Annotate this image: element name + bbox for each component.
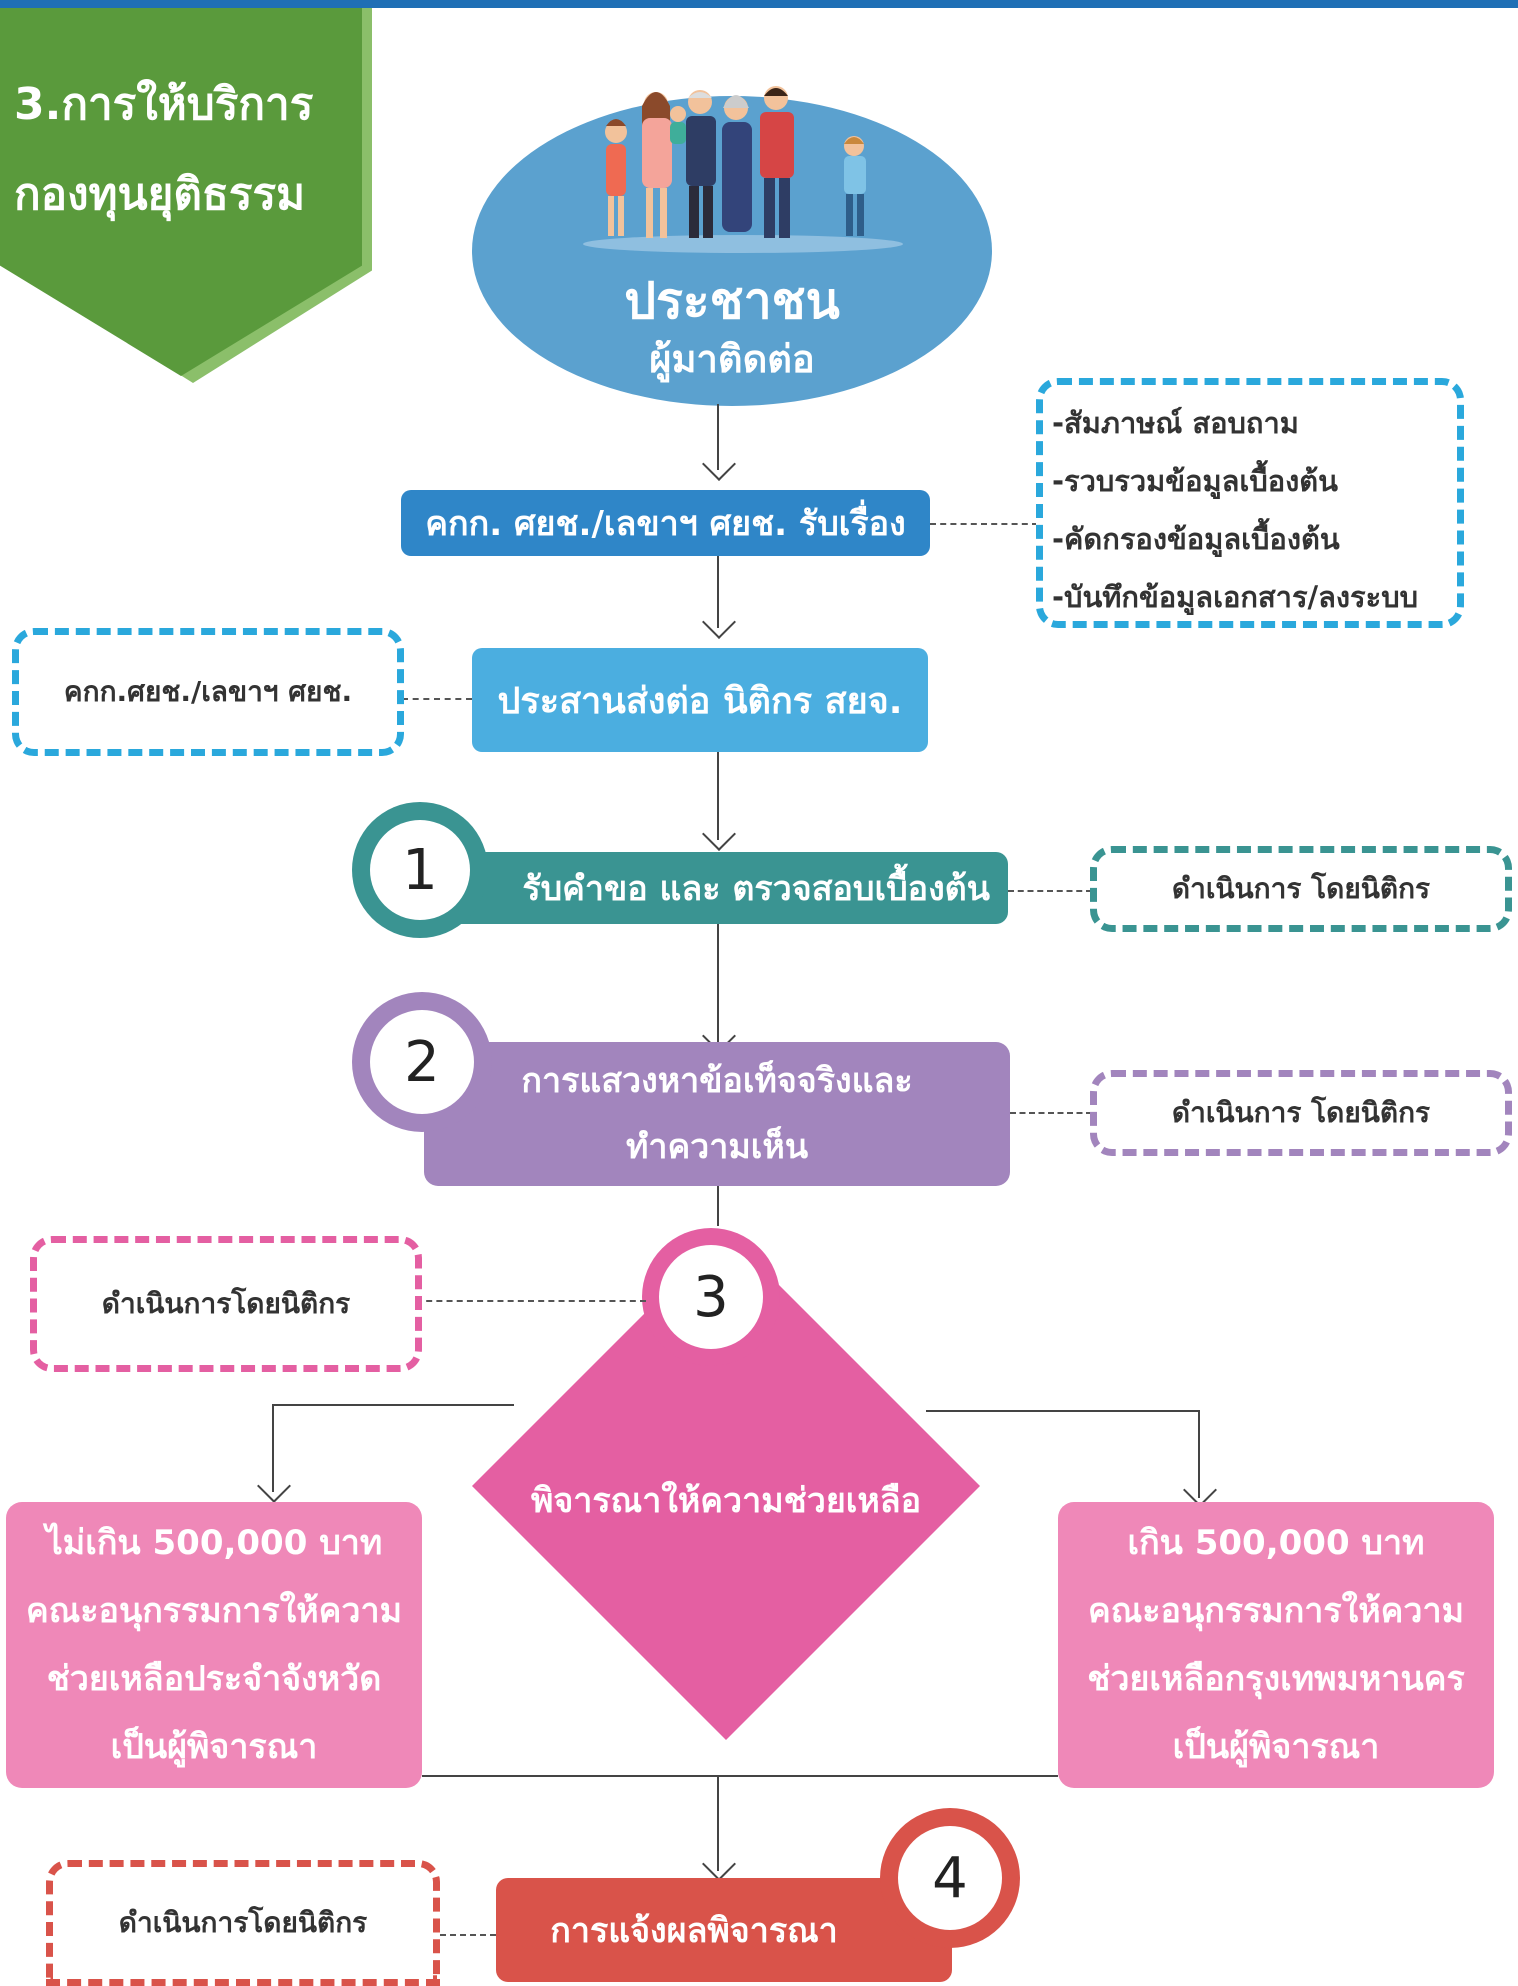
dashed-connector xyxy=(1010,1112,1092,1114)
section-title-line1: 3.การให้บริการ xyxy=(14,79,314,130)
people-subtitle: ผู้มาติดต่อ xyxy=(649,337,815,381)
coordinate-box: ประสานส่งต่อ นิติกร สยจ. xyxy=(472,648,928,752)
dashed-connector xyxy=(402,698,472,700)
branch-left-box: ไม่เกิน 500,000 บาท คณะอนุกรรมการให้ความ… xyxy=(6,1502,422,1788)
arrow-down-icon xyxy=(702,817,736,851)
connector xyxy=(717,404,719,470)
receive-box: คกก. ศยช./เลขาฯ ศยช. รับเรื่อง xyxy=(401,490,930,556)
coordinate-label: ประสานส่งต่อ นิติกร สยจ. xyxy=(497,680,903,722)
branch-right-line1: เกิน 500,000 บาท xyxy=(1127,1523,1425,1563)
family-icon xyxy=(583,86,903,253)
connector xyxy=(717,1775,719,1871)
branch-right-line2: คณะอนุกรรมการให้ความ xyxy=(1087,1591,1465,1631)
section-title-line2: กองทุนยุติธรรม xyxy=(14,169,306,220)
connector xyxy=(272,1404,274,1492)
dashed-connector xyxy=(440,1934,496,1936)
step2-number: 2 xyxy=(404,1029,440,1095)
section-title: 3.การให้บริการ กองทุนยุติธรรม xyxy=(14,60,354,240)
receive-label: คกก. ศยช./เลขาฯ ศยช. รับเรื่อง xyxy=(425,504,906,544)
step3-label: พิจารณาให้ความช่วยเหลือ xyxy=(530,1481,922,1521)
step2-note: ดำเนินการ โดยนิติกร xyxy=(1171,1096,1431,1129)
branch-left-line2: คณะอนุกรรมการให้ความ xyxy=(25,1591,403,1631)
connector xyxy=(717,556,719,628)
step2-label-line2: ทำความเห็น xyxy=(625,1127,809,1167)
step4-box: การแจ้งผลพิจารณา xyxy=(496,1878,952,1982)
arrow-down-icon xyxy=(257,1469,291,1503)
arrow-down-icon xyxy=(702,1847,736,1881)
dashed-connector xyxy=(930,523,1038,525)
connector xyxy=(272,1404,514,1406)
step3-note: ดำเนินการโดยนิติกร xyxy=(101,1287,351,1320)
receive-note-item: -บันทึกข้อมูลเอกสาร/ลงระบบ xyxy=(1052,580,1419,614)
step4-note: ดำเนินการโดยนิติกร xyxy=(118,1906,368,1939)
connector xyxy=(1198,1410,1200,1498)
branch-right-line3: ช่วยเหลือกรุงเทพมหานคร xyxy=(1087,1659,1465,1699)
branch-right-line4: เป็นผู้พิจารณา xyxy=(1172,1727,1380,1767)
people-title: ประชาชน xyxy=(624,272,840,330)
step4-number-circle: 4 xyxy=(898,1826,1002,1930)
step3-number-circle: 3 xyxy=(659,1245,763,1349)
step2-note-box: ดำเนินการ โดยนิติกร xyxy=(1090,1070,1512,1156)
dashed-connector xyxy=(416,1300,646,1302)
branch-left-line3: ช่วยเหลือประจำจังหวัด xyxy=(46,1659,382,1699)
connector xyxy=(717,924,719,1042)
step1-number: 1 xyxy=(402,837,438,903)
step2-number-circle: 2 xyxy=(370,1010,474,1114)
receive-note-item: -คัดกรองข้อมูลเบื้องต้น xyxy=(1052,522,1340,556)
step1-label: รับคำขอ และ ตรวจสอบเบื้องต้น xyxy=(522,869,990,909)
arrow-down-icon xyxy=(702,605,736,639)
arrow-down-icon xyxy=(702,447,736,481)
step4-label: การแจ้งผลพิจารณา xyxy=(550,1911,838,1951)
branch-left-line4: เป็นผู้พิจารณา xyxy=(110,1727,318,1767)
step2-box: การแสวงหาข้อเท็จจริงและ ทำความเห็น xyxy=(424,1042,1010,1186)
connector xyxy=(717,1186,719,1226)
connector xyxy=(926,1410,1200,1412)
step1-box: รับคำขอ และ ตรวจสอบเบื้องต้น xyxy=(420,852,1008,924)
receive-notes-box xyxy=(1036,378,1464,628)
step1-note-box: ดำเนินการ โดยนิติกร xyxy=(1090,846,1512,932)
step4-number: 4 xyxy=(932,1845,968,1911)
dashed-connector xyxy=(1008,890,1092,892)
step2-label-line1: การแสวงหาข้อเท็จจริงและ xyxy=(521,1061,913,1101)
top-bar xyxy=(0,0,1518,8)
branch-left-line1: ไม่เกิน 500,000 บาท xyxy=(45,1523,383,1563)
coordinate-note-box: คกก.ศยช./เลขาฯ ศยช. xyxy=(12,628,404,756)
receive-note-item: -สัมภาษณ์ สอบถาม xyxy=(1052,406,1299,440)
receive-notes-list: -สัมภาษณ์ สอบถาม -รวบรวมข้อมูลเบื้องต้น … xyxy=(1052,394,1462,626)
step1-number-circle: 1 xyxy=(370,820,470,920)
step3-note-box: ดำเนินการโดยนิติกร xyxy=(30,1236,422,1372)
connector xyxy=(422,1775,1058,1777)
step3-number: 3 xyxy=(693,1264,729,1330)
step4-note-box: ดำเนินการโดยนิติกร xyxy=(46,1860,440,1986)
receive-note-item: -รวบรวมข้อมูลเบื้องต้น xyxy=(1052,464,1338,498)
branch-right-box: เกิน 500,000 บาท คณะอนุกรรมการให้ความ ช่… xyxy=(1058,1502,1494,1788)
connector xyxy=(717,752,719,840)
step3-label-wrap: พิจารณาให้ความช่วยเหลือ xyxy=(472,1470,980,1530)
step1-note: ดำเนินการ โดยนิติกร xyxy=(1171,872,1431,905)
coordinate-note: คกก.ศยช./เลขาฯ ศยช. xyxy=(63,675,353,708)
